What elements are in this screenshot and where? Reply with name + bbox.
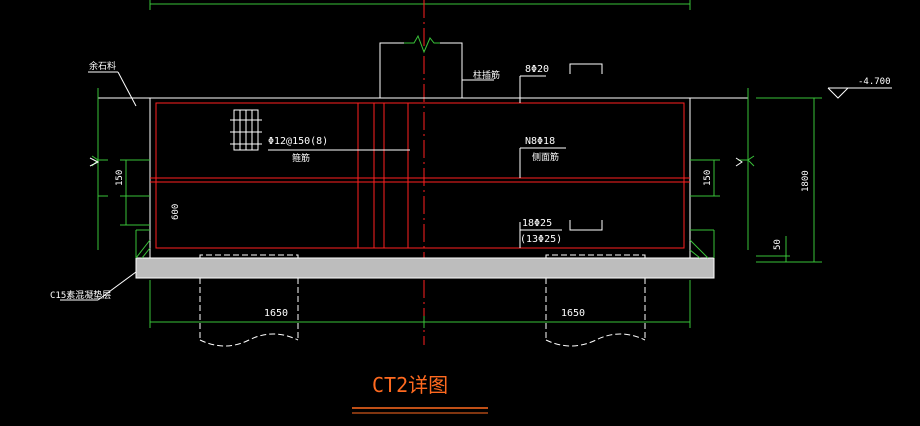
left-dimensions [91,88,150,250]
column-stub [379,34,463,98]
elevation-label: -4.700 [858,77,891,87]
backfill-left [135,229,151,259]
cushion-layer [135,257,715,279]
label-stirrup-spec: Φ12@150(8) [268,136,328,147]
label-bottom-rebar-alt: (13Φ25) [520,234,562,245]
elevation-marker [827,87,892,99]
dim-right-50: 50 [773,239,783,250]
label-side-rebar: N8Φ18 [525,136,555,147]
label-top-rebar: 8Φ20 [525,64,549,75]
backfill-right [689,229,715,259]
label-side-rebar-name: 侧面筋 [532,151,559,163]
label-bottom-rebar: 18Φ25 [522,218,552,229]
drawing-title: CT2详图 [372,373,448,397]
pile-left [199,254,299,347]
break-marks [89,157,743,167]
pile-right [545,254,646,347]
dim-left-150: 150 [115,170,125,186]
dim-pile-left: 1650 [264,308,288,319]
label-cushion: C15素混凝垫层 [50,289,111,301]
dim-left-600: 600 [171,204,181,220]
bottom-dimensions [149,280,691,328]
right-dimensions [690,88,822,263]
label-column-dowel: 柱插筋 [473,69,500,81]
label-stirrup-name: 箍筋 [292,152,310,164]
label-backfill: 余石料 [89,60,116,72]
dim-right-150: 150 [703,170,713,186]
dim-pile-right: 1650 [561,308,585,319]
leader-lines [60,63,603,301]
rebar-cage [150,102,690,249]
stirrup-symbol [230,109,262,151]
dim-right-1800: 1800 [801,170,811,192]
